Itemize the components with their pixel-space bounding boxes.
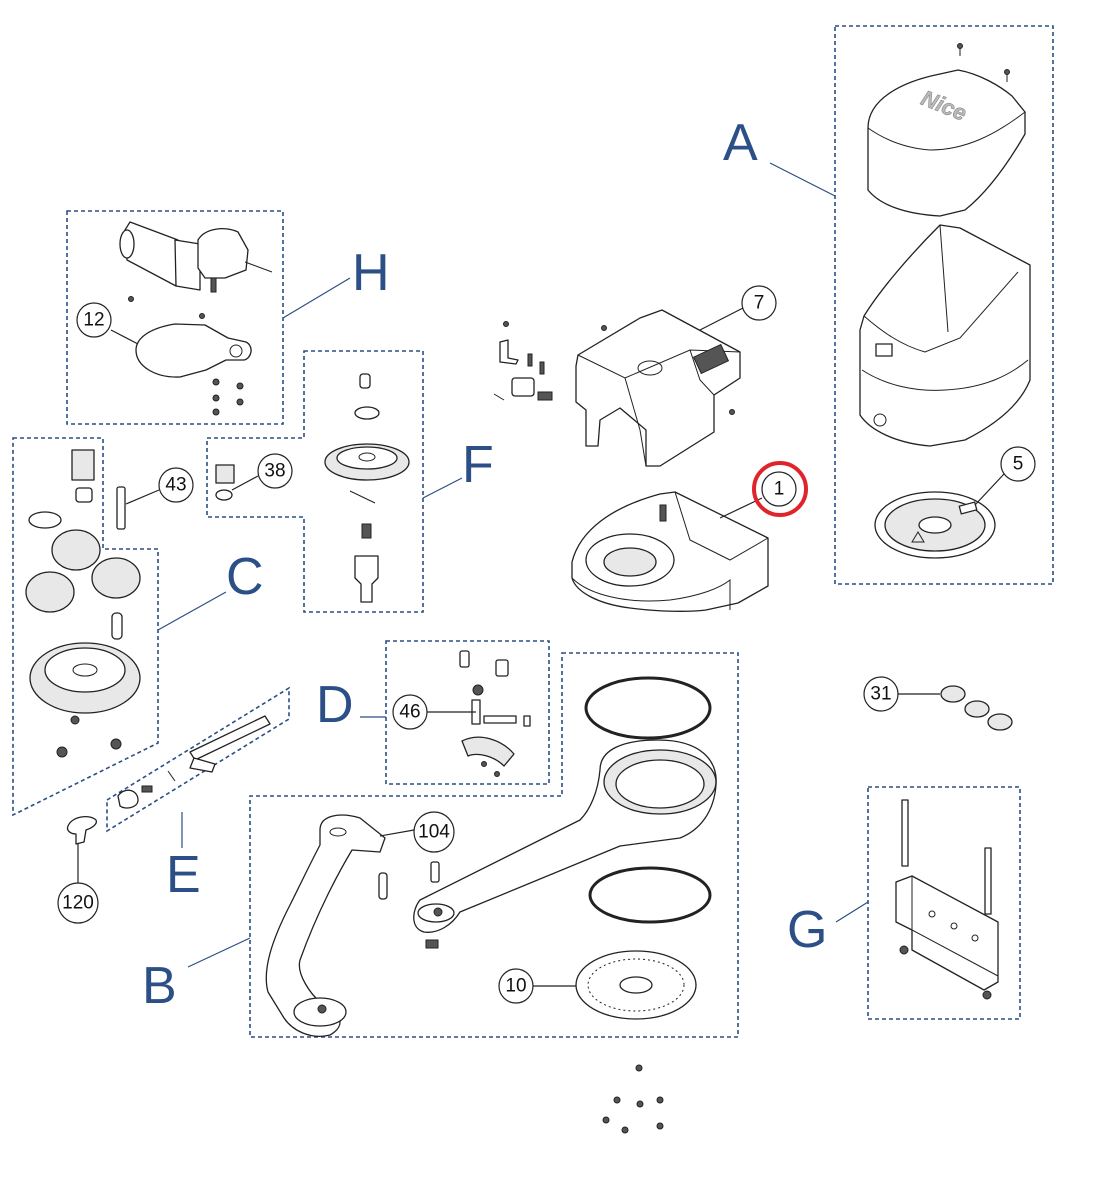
limit-switch-icon — [459, 650, 531, 777]
screw-icon — [602, 1064, 664, 1134]
motor-icon — [119, 221, 273, 293]
bolt-icon — [116, 486, 126, 530]
callout-120: 120 — [57, 882, 99, 924]
screw-icon — [957, 43, 1010, 82]
callout-10-label: 10 — [505, 976, 526, 997]
callout-10: 10 — [498, 968, 534, 1004]
gear-set-icon — [25, 449, 141, 758]
callout-104-label: 104 — [418, 822, 450, 843]
callout-43-leader — [125, 489, 160, 505]
top-cover-icon: Nice — [867, 69, 1026, 217]
group-c-letter: C — [226, 548, 264, 606]
callout-5: 5 — [1000, 446, 1036, 482]
group-d-letter: D — [316, 676, 354, 734]
callout-38-label: 38 — [264, 461, 285, 482]
group-a-box — [834, 25, 1054, 585]
housing-icon — [859, 224, 1031, 447]
inner-cover-icon — [575, 309, 741, 467]
spacer-icon — [940, 685, 1013, 731]
callout-7: 7 — [741, 285, 777, 321]
release-key-icon — [66, 815, 98, 845]
group-e-letter: E — [166, 846, 201, 904]
disc-icon — [874, 491, 996, 559]
callout-38: 38 — [257, 453, 293, 489]
screw-icon — [212, 378, 244, 416]
base-housing-icon — [571, 491, 769, 612]
callout-7-leader — [699, 307, 744, 331]
callout-1-label: 1 — [774, 479, 785, 500]
callout-43-label: 43 — [165, 475, 186, 496]
callout-1: 1 — [752, 461, 808, 517]
group-c-box — [12, 437, 159, 817]
callout-104: 104 — [413, 811, 455, 853]
callout-12-leader — [110, 329, 139, 345]
group-b-box — [249, 652, 739, 1038]
callout-31: 31 — [863, 676, 899, 712]
group-b-letter: B — [142, 957, 177, 1015]
group-h-leader — [282, 277, 351, 319]
group-a-leader — [769, 162, 836, 197]
callout-5-label: 5 — [1013, 454, 1024, 475]
small-gear-icon — [215, 464, 235, 501]
group-c-leader — [157, 591, 227, 631]
group-f-leader — [422, 477, 463, 499]
group-e-box — [106, 686, 290, 833]
secondary-arm-icon — [265, 814, 440, 1037]
main-arm-icon — [413, 739, 717, 949]
mounting-bracket-icon — [895, 799, 999, 1000]
group-g-box — [867, 786, 1021, 1020]
callout-104-leader — [379, 829, 415, 837]
group-g-letter: G — [787, 901, 827, 959]
callout-120-label: 120 — [62, 893, 94, 914]
callout-12-label: 12 — [83, 310, 104, 331]
release-shaft-icon — [117, 715, 271, 809]
group-h-letter: H — [352, 244, 390, 302]
switch-parts-icon — [493, 321, 553, 401]
group-f-box — [206, 350, 424, 613]
group-d-box — [385, 640, 550, 785]
callout-38-leader — [231, 475, 259, 491]
callout-43: 43 — [158, 467, 194, 503]
group-g-leader — [835, 901, 869, 923]
callout-31-label: 31 — [870, 684, 891, 705]
group-a-letter: A — [723, 114, 758, 172]
o-ring-icon — [584, 676, 712, 924]
shaft-gear-icon — [324, 373, 410, 603]
callout-46: 46 — [392, 694, 428, 730]
callout-46-label: 46 — [399, 702, 420, 723]
encoder-disc-icon — [575, 950, 697, 1020]
callout-5-leader — [974, 473, 1005, 506]
group-f-letter: F — [462, 436, 494, 494]
callout-12: 12 — [76, 302, 112, 338]
callout-7-label: 7 — [754, 293, 765, 314]
motor-gasket-icon — [128, 296, 252, 378]
group-b-leader — [187, 937, 251, 968]
